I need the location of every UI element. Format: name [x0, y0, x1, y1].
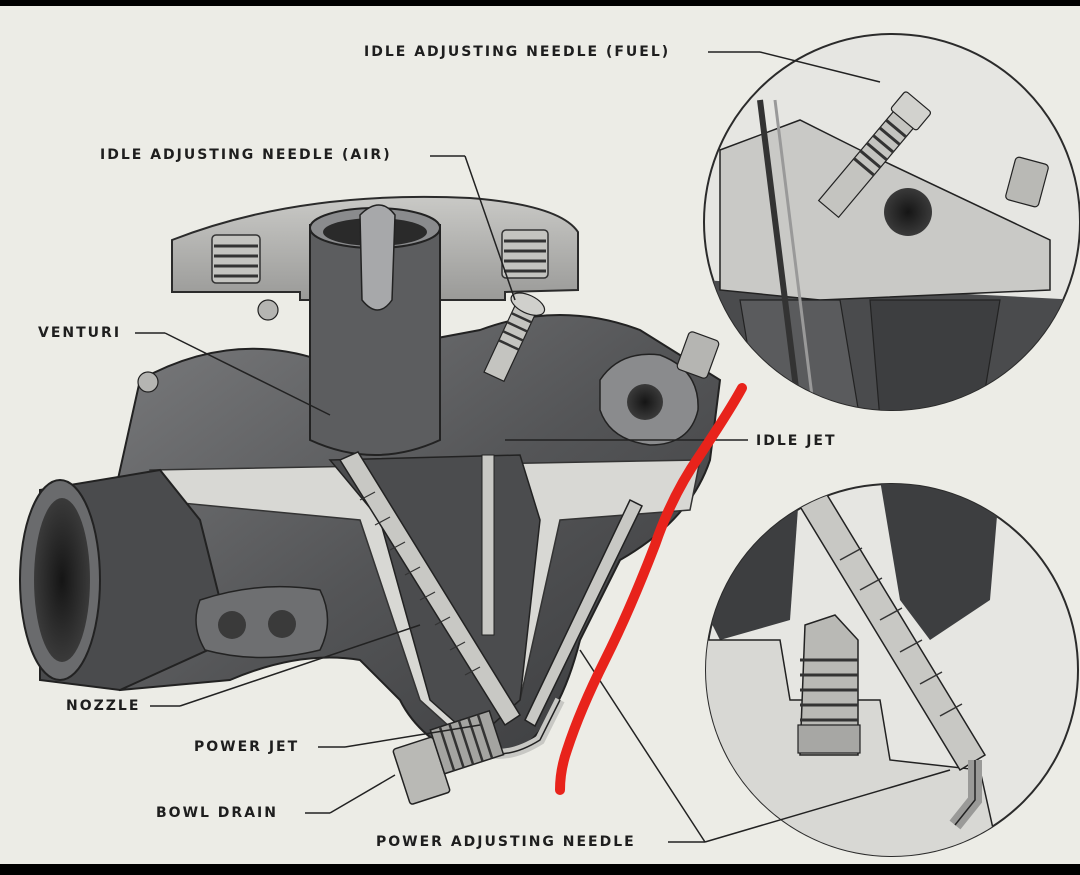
- inset-idle-needle-detail: [703, 33, 1080, 411]
- red-annotation-line: [555, 383, 747, 795]
- label-idle-jet: IDLE JET: [756, 433, 837, 449]
- label-idle-adjusting-needle-air: IDLE ADJUSTING NEEDLE (AIR): [100, 147, 392, 163]
- carburetor-body: [19, 195, 722, 805]
- label-power-jet: POWER JET: [194, 739, 300, 755]
- label-idle-adjusting-needle-fuel: IDLE ADJUSTING NEEDLE (FUEL): [364, 44, 671, 60]
- label-venturi: VENTURI: [38, 325, 122, 341]
- label-nozzle: NOZZLE: [66, 698, 141, 714]
- label-bowl-drain: BOWL DRAIN: [156, 805, 278, 821]
- label-power-adjusting-needle: POWER ADJUSTING NEEDLE: [376, 834, 636, 850]
